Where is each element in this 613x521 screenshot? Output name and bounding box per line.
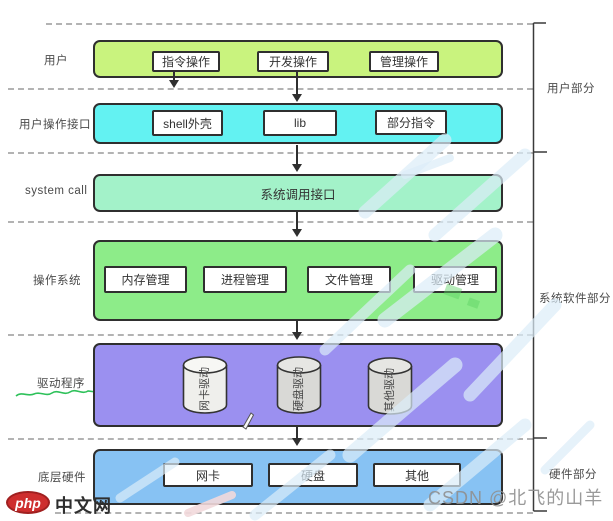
arrow-down: [292, 72, 302, 102]
dashed-separator: [8, 152, 533, 154]
node-admin-ops: 管理操作: [369, 51, 439, 72]
arrow-down: [292, 145, 302, 172]
node-memory-mgmt: 内存管理: [104, 266, 187, 293]
arrow-down: [169, 70, 179, 88]
section-label-software: 系统软件部分: [539, 293, 611, 305]
node-driver-mgmt: 驱动管理: [413, 266, 497, 293]
dashed-separator: [8, 334, 533, 336]
cylinder-label: 其他驱动: [383, 368, 396, 412]
cylinder-label: 硬盘驱动: [291, 367, 305, 411]
section-label-user: 用户部分: [547, 83, 595, 95]
row-label-hardware: 底层硬件: [38, 472, 86, 484]
syscall-label: 系统调用接口: [260, 187, 336, 202]
row-label-interface: 用户操作接口: [19, 119, 91, 131]
node-partial-cmds: 部分指令: [375, 110, 447, 135]
node-dev-ops: 开发操作: [257, 51, 329, 72]
node-lib: lib: [263, 110, 337, 136]
csdn-watermark: CSDN @北飞的山羊: [428, 488, 604, 508]
node-command-ops: 指令操作: [152, 51, 220, 72]
squiggle-underline: [15, 389, 97, 397]
node-disk: 硬盘: [268, 463, 358, 487]
arrow-down: [292, 212, 302, 237]
mouse-cursor-icon: [242, 412, 255, 430]
dashed-separator: [8, 88, 533, 90]
cylinder-label: 网卡驱动: [198, 367, 211, 411]
arrow-down: [292, 321, 302, 340]
node-process-mgmt: 进程管理: [203, 266, 287, 293]
php-logo-icon: php: [6, 491, 50, 514]
cylinder-nic-driver: 网卡驱动: [182, 356, 228, 414]
dashed-separator: [46, 23, 533, 25]
row-label-driver: 驱动程序: [37, 378, 85, 390]
row-label-os: 操作系统: [33, 275, 81, 287]
node-shell: shell外壳: [152, 110, 223, 136]
site-logo-text: 中文网: [55, 496, 112, 516]
cylinder-disk-driver: 硬盘驱动: [276, 356, 322, 414]
node-file-mgmt: 文件管理: [307, 266, 391, 293]
row-label-syscall: system call: [25, 185, 88, 197]
arrow-down: [292, 427, 302, 446]
dashed-separator: [55, 512, 533, 514]
dashed-separator: [8, 438, 533, 440]
section-bracket: [532, 22, 547, 512]
syscall-layer-box: 系统调用接口: [93, 174, 503, 212]
node-nic: 网卡: [163, 463, 253, 487]
row-label-user: 用户: [44, 55, 68, 67]
dashed-separator: [8, 221, 533, 223]
section-label-hardware: 硬件部分: [549, 469, 597, 481]
cylinder-other-driver: 其他驱动: [367, 357, 413, 415]
